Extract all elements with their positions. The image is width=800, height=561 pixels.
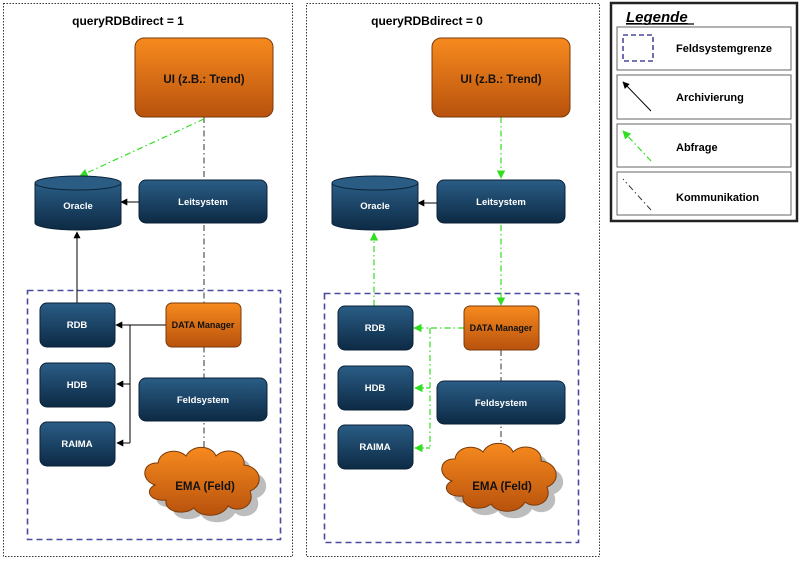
svg-text:Kommunikation: Kommunikation [676,192,759,204]
svg-text:RDB: RDB [365,323,386,334]
legend: Legende Feldsystemgrenze Archivierung Ab… [609,1,799,223]
svg-text:RAIMA: RAIMA [61,439,92,450]
svg-text:UI (z.B.: Trend): UI (z.B.: Trend) [460,74,541,86]
ui-trend-node: UI (z.B.: Trend) [134,37,274,118]
leitsystem-node: Leitsystem [138,179,268,224]
raima-node: RAIMA [337,424,414,470]
solid-arrow-icon [622,81,652,112]
legend-item-abfrage: Abfrage [616,123,792,168]
panel-frame [3,3,293,557]
rdb-node: RDB [337,305,414,351]
panel-query-rdb-direct-1: queryRDBdirect = 1 UI (z.B.: Trend) Orac… [3,3,293,557]
ui-trend-node: UI (z.B.: Trend) [431,37,571,118]
raima-node: RAIMA [39,421,116,467]
svg-text:Leitsystem: Leitsystem [178,197,228,208]
dashed-box-icon [622,34,654,62]
svg-text:DATA Manager: DATA Manager [470,323,533,333]
svg-text:Oracle: Oracle [360,201,390,212]
legend-item-feldsystemgrenze: Feldsystemgrenze [616,26,792,71]
svg-text:EMA (Feld): EMA (Feld) [472,481,532,493]
svg-text:RAIMA: RAIMA [359,442,390,453]
ema-field-cloud: EMA (Feld) [144,446,267,523]
svg-text:Oracle: Oracle [63,201,93,212]
svg-text:RDB: RDB [67,320,88,331]
leitsystem-node: Leitsystem [436,179,566,224]
svg-text:HDB: HDB [67,380,88,391]
data-manager-node: DATA Manager [463,305,540,351]
oracle-database-node: Oracle [34,175,122,231]
feldsystem-node: Feldsystem [138,377,268,422]
hdb-node: HDB [337,365,414,411]
panel-title: queryRDBdirect = 1 [72,14,184,28]
svg-text:Feldsystem: Feldsystem [177,395,229,406]
query-arrow-ui-to-oracle [79,118,205,177]
svg-text:Archivierung: Archivierung [676,92,744,104]
svg-text:DATA Manager: DATA Manager [172,320,235,330]
archive-bus [129,324,166,443]
rdb-node: RDB [39,302,116,348]
oracle-database-node: Oracle [331,175,419,231]
ema-field-cloud: EMA (Feld) [441,442,564,519]
svg-text:UI (z.B.: Trend): UI (z.B.: Trend) [163,74,244,86]
feldsystem-boundary [323,292,580,544]
feldsystem-node: Feldsystem [436,380,566,425]
svg-text:Leitsystem: Leitsystem [476,197,526,208]
data-manager-node: DATA Manager [165,302,242,348]
legend-item-kommunikation: Kommunikation [616,171,792,216]
svg-text:HDB: HDB [365,383,386,394]
panel-title: queryRDBdirect = 0 [371,14,483,28]
svg-text:Feldsystemgrenze: Feldsystemgrenze [676,43,772,55]
legend-item-archivierung: Archivierung [616,74,792,120]
panel-query-rdb-direct-0: queryRDBdirect = 0 UI (z.B.: Trend) Orac… [306,3,600,557]
hdb-node: HDB [39,362,116,408]
legend-title: Legende [626,9,688,26]
svg-text:Feldsystem: Feldsystem [475,398,527,409]
svg-text:EMA (Feld): EMA (Feld) [175,481,235,493]
svg-text:Abfrage: Abfrage [676,142,718,154]
